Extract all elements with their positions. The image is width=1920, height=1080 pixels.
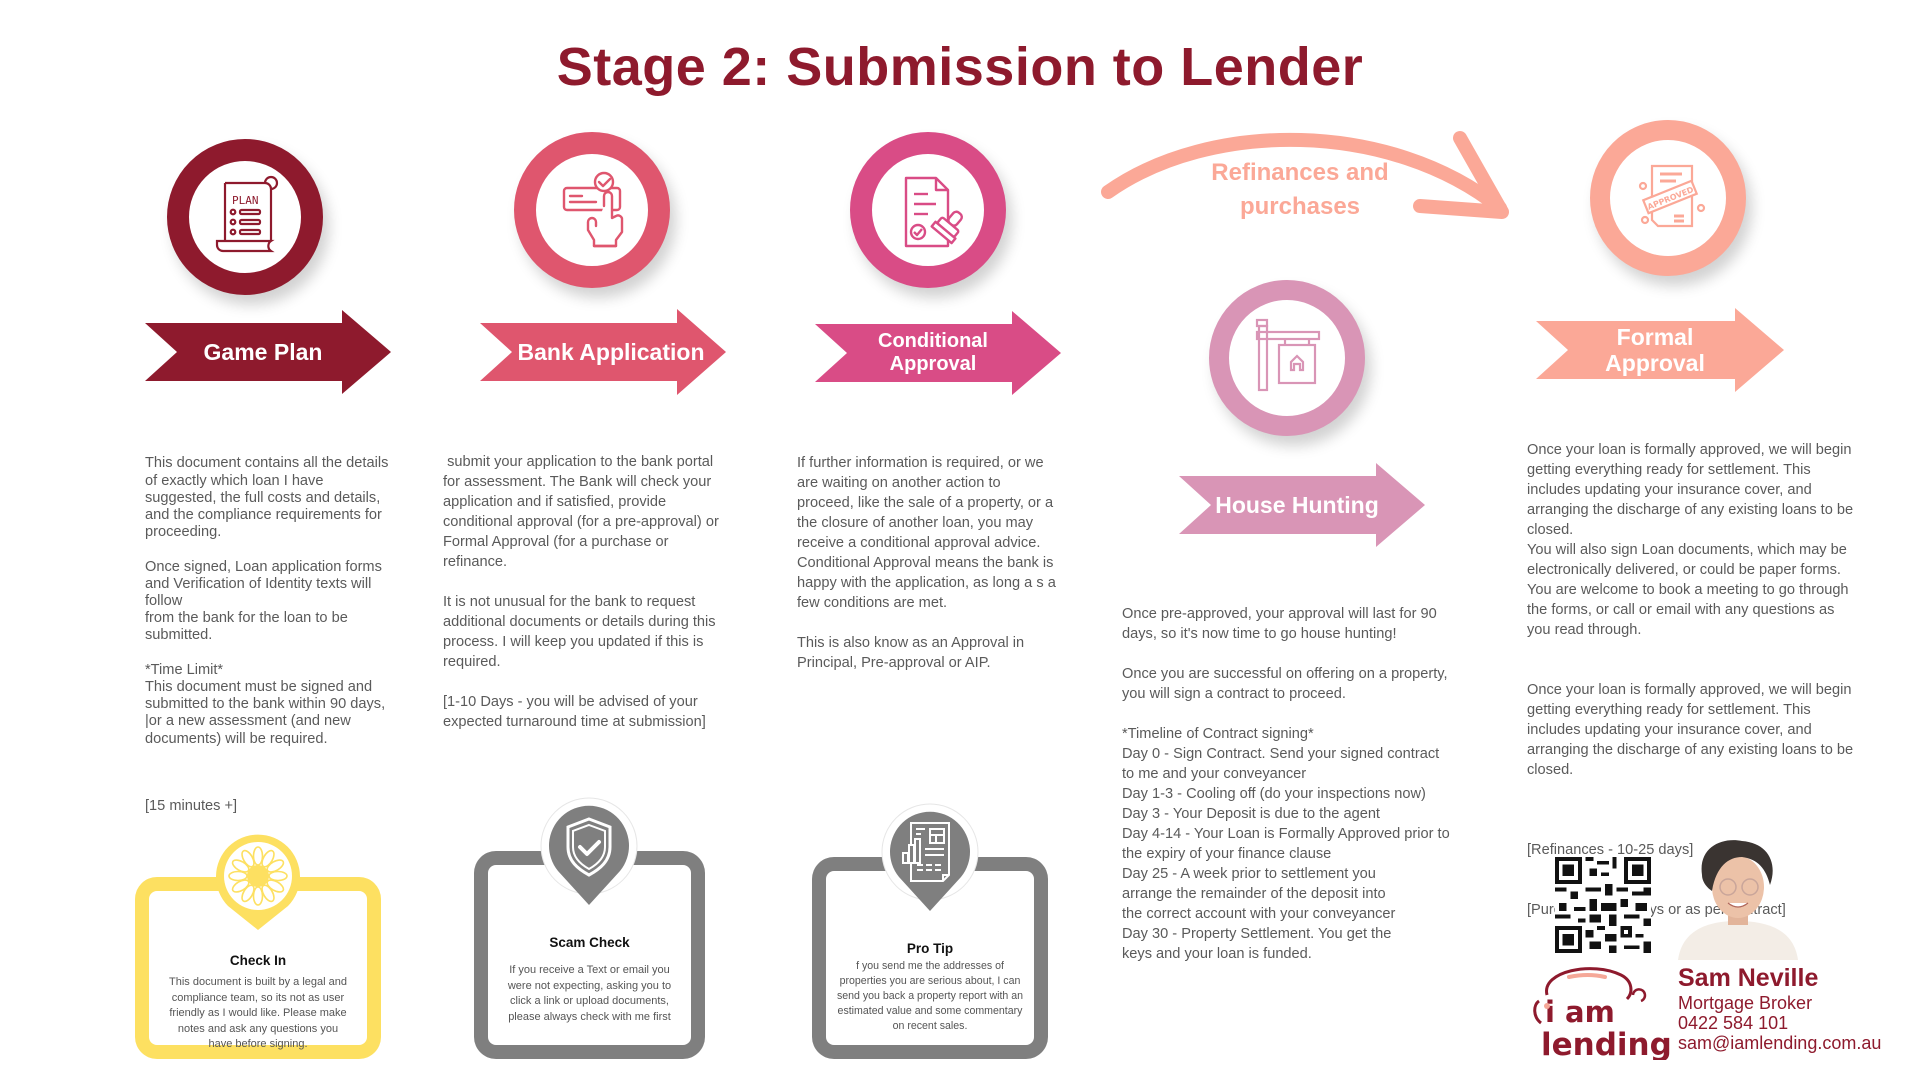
for-sale-sign-icon <box>1255 318 1321 392</box>
report-chart-icon <box>881 803 979 915</box>
formal-approval-icon-circle: APPROVED <box>1590 120 1746 276</box>
click-checkmark-icon <box>562 171 624 248</box>
step-description: This document contains all the details o… <box>145 455 389 747</box>
step-label: Formal Approval <box>1605 323 1705 376</box>
step-formal-approval: Formal Approval <box>1536 308 1784 392</box>
contact-email[interactable]: sam@iamlending.com.au <box>1678 1033 1882 1053</box>
step-label: Conditional Approval <box>845 311 1021 395</box>
formal-approval-text: Once your loan is formally approved, we … <box>1527 400 1907 940</box>
refinance-label-line1: Refinances and <box>1211 159 1389 186</box>
step-label-line1: Conditional <box>878 330 988 352</box>
card-text: If you receive a Text or email you were … <box>507 964 672 1023</box>
step-description: submit your application to the bank port… <box>443 454 719 730</box>
step-label: Game Plan <box>203 338 323 365</box>
refinance-duration: [Refinances - 10-25 days] <box>1527 842 1694 858</box>
card-text: This document is built by a legal and co… <box>169 976 347 1050</box>
contact-details: Sam Neville Mortgage Broker 0422 584 101… <box>1678 964 1918 1053</box>
conditional-approval-icon-circle <box>850 132 1006 288</box>
step-label-line2: Approval <box>889 353 977 375</box>
step-game-plan: Game Plan <box>145 310 391 394</box>
step-bank-application: Bank Application <box>480 309 726 395</box>
card-title: Pro Tip <box>906 941 954 956</box>
step-conditional-approval: Conditional Approval <box>815 311 1061 395</box>
svg-text:lending: lending <box>1541 1027 1672 1060</box>
card-title: Check In <box>229 953 287 968</box>
approved-document-icon: APPROVED <box>1638 164 1706 228</box>
step-house-hunting: House Hunting <box>1179 463 1425 547</box>
contact-phone[interactable]: 0422 584 101 <box>1678 1013 1789 1033</box>
step-label: Bank Application <box>517 338 705 365</box>
bank-application-icon-circle <box>514 132 670 288</box>
svg-text:PLAN: PLAN <box>232 194 259 207</box>
profile-photo <box>1670 835 1805 960</box>
refinance-label-line2: purchases <box>1239 193 1361 220</box>
document-stamp-icon <box>904 176 964 248</box>
contact-name: Sam Neville <box>1678 964 1819 992</box>
house-hunting-text: Once pre-approved, your approval will la… <box>1122 564 1502 984</box>
card-title: Scam Check <box>549 935 630 950</box>
page-title: Stage 2: Submission to Lender <box>556 37 1364 97</box>
svg-text:i am: i am <box>1545 995 1615 1029</box>
card-text: f you send me the addresses of propertie… <box>836 960 1024 1032</box>
step-duration: [15 minutes +] <box>145 798 238 815</box>
step-description: Once your loan is formally approved, we … <box>1527 442 1854 778</box>
step-description: If further information is required, or w… <box>797 455 1056 671</box>
shield-check-icon <box>540 797 638 909</box>
qr-code-icon <box>1555 857 1651 953</box>
iamlending-logo: i am lending <box>1533 965 1673 1063</box>
refinance-path-arrow <box>1101 131 1509 219</box>
game-plan-text: This document contains all the details o… <box>145 421 435 833</box>
house-hunting-icon-circle <box>1209 280 1365 436</box>
conditional-approval-text: If further information is required, or w… <box>797 413 1097 693</box>
bank-application-text: submit your application to the bank port… <box>443 412 763 752</box>
refinance-path-label: Refinances and purchases <box>1180 156 1420 224</box>
contact-role: Mortgage Broker <box>1678 993 1813 1013</box>
step-label: House Hunting <box>1215 491 1379 518</box>
plan-scroll-icon: PLAN <box>215 175 279 253</box>
sunflower-icon <box>208 826 308 934</box>
game-plan-icon-circle: PLAN <box>167 139 323 295</box>
step-description: Once pre-approved, your approval will la… <box>1122 606 1450 962</box>
